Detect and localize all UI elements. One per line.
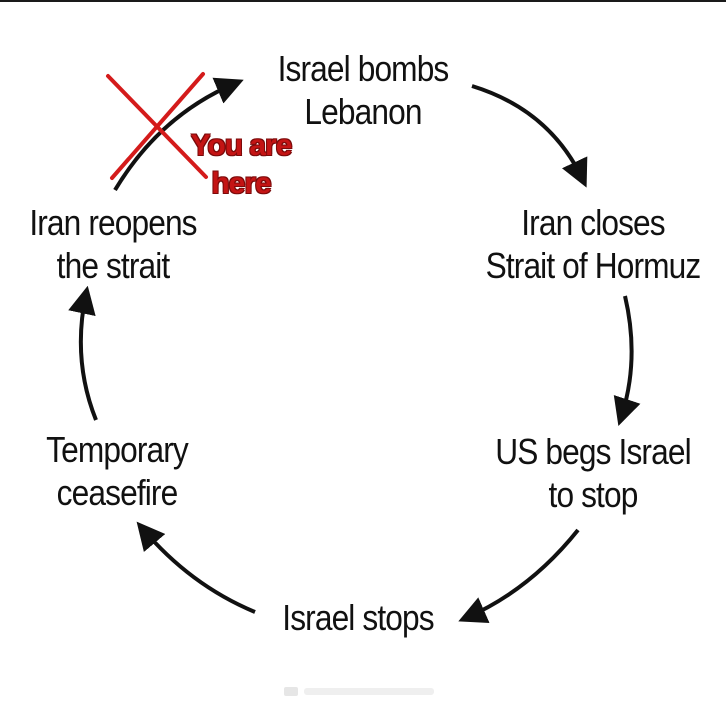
cross-mark-icon — [106, 72, 208, 180]
step-line: ceasefire — [56, 472, 179, 513]
watermark-blur — [284, 687, 434, 696]
arrow-closes-to-begs — [613, 295, 641, 426]
arrow-stops-to-ceasefire — [136, 521, 256, 614]
step-line: US begs Israel — [495, 431, 691, 472]
step-line: Israel bombs — [277, 48, 450, 89]
arrow-begs-to-stops — [458, 528, 580, 623]
top-border-line — [0, 0, 726, 2]
cycle-step-israel-stops: Israel stops — [230, 596, 485, 639]
step-line: the strait — [56, 245, 171, 286]
arrow-ceasefire-to-reopens — [68, 285, 98, 421]
cycle-step-iran-reopens-strait: Iran reopens the strait — [0, 201, 241, 287]
cycle-step-israel-bombs-lebanon: Israel bombs Lebanon — [235, 47, 490, 133]
step-line: Lebanon — [304, 91, 422, 132]
step-line: Temporary — [46, 429, 189, 470]
cycle-step-us-begs-israel: US begs Israel to stop — [465, 430, 720, 516]
cycle-step-iran-closes-strait: Iran closes Strait of Hormuz — [465, 201, 720, 287]
arrow-reopens-to-bombs — [113, 77, 244, 192]
step-line: to stop — [548, 474, 639, 515]
step-line: Strait of Hormuz — [485, 245, 702, 286]
arrow-bombs-to-closes — [471, 84, 588, 188]
you-are-here-label: You are here — [166, 127, 316, 203]
step-line: Israel stops — [282, 597, 434, 638]
marker-line-1: You are — [190, 129, 293, 162]
marker-line-2: here — [211, 167, 271, 200]
step-line: Iran reopens — [29, 202, 197, 243]
step-line: Iran closes — [521, 202, 665, 243]
cycle-step-temporary-ceasefire: Temporary ceasefire — [0, 428, 245, 514]
